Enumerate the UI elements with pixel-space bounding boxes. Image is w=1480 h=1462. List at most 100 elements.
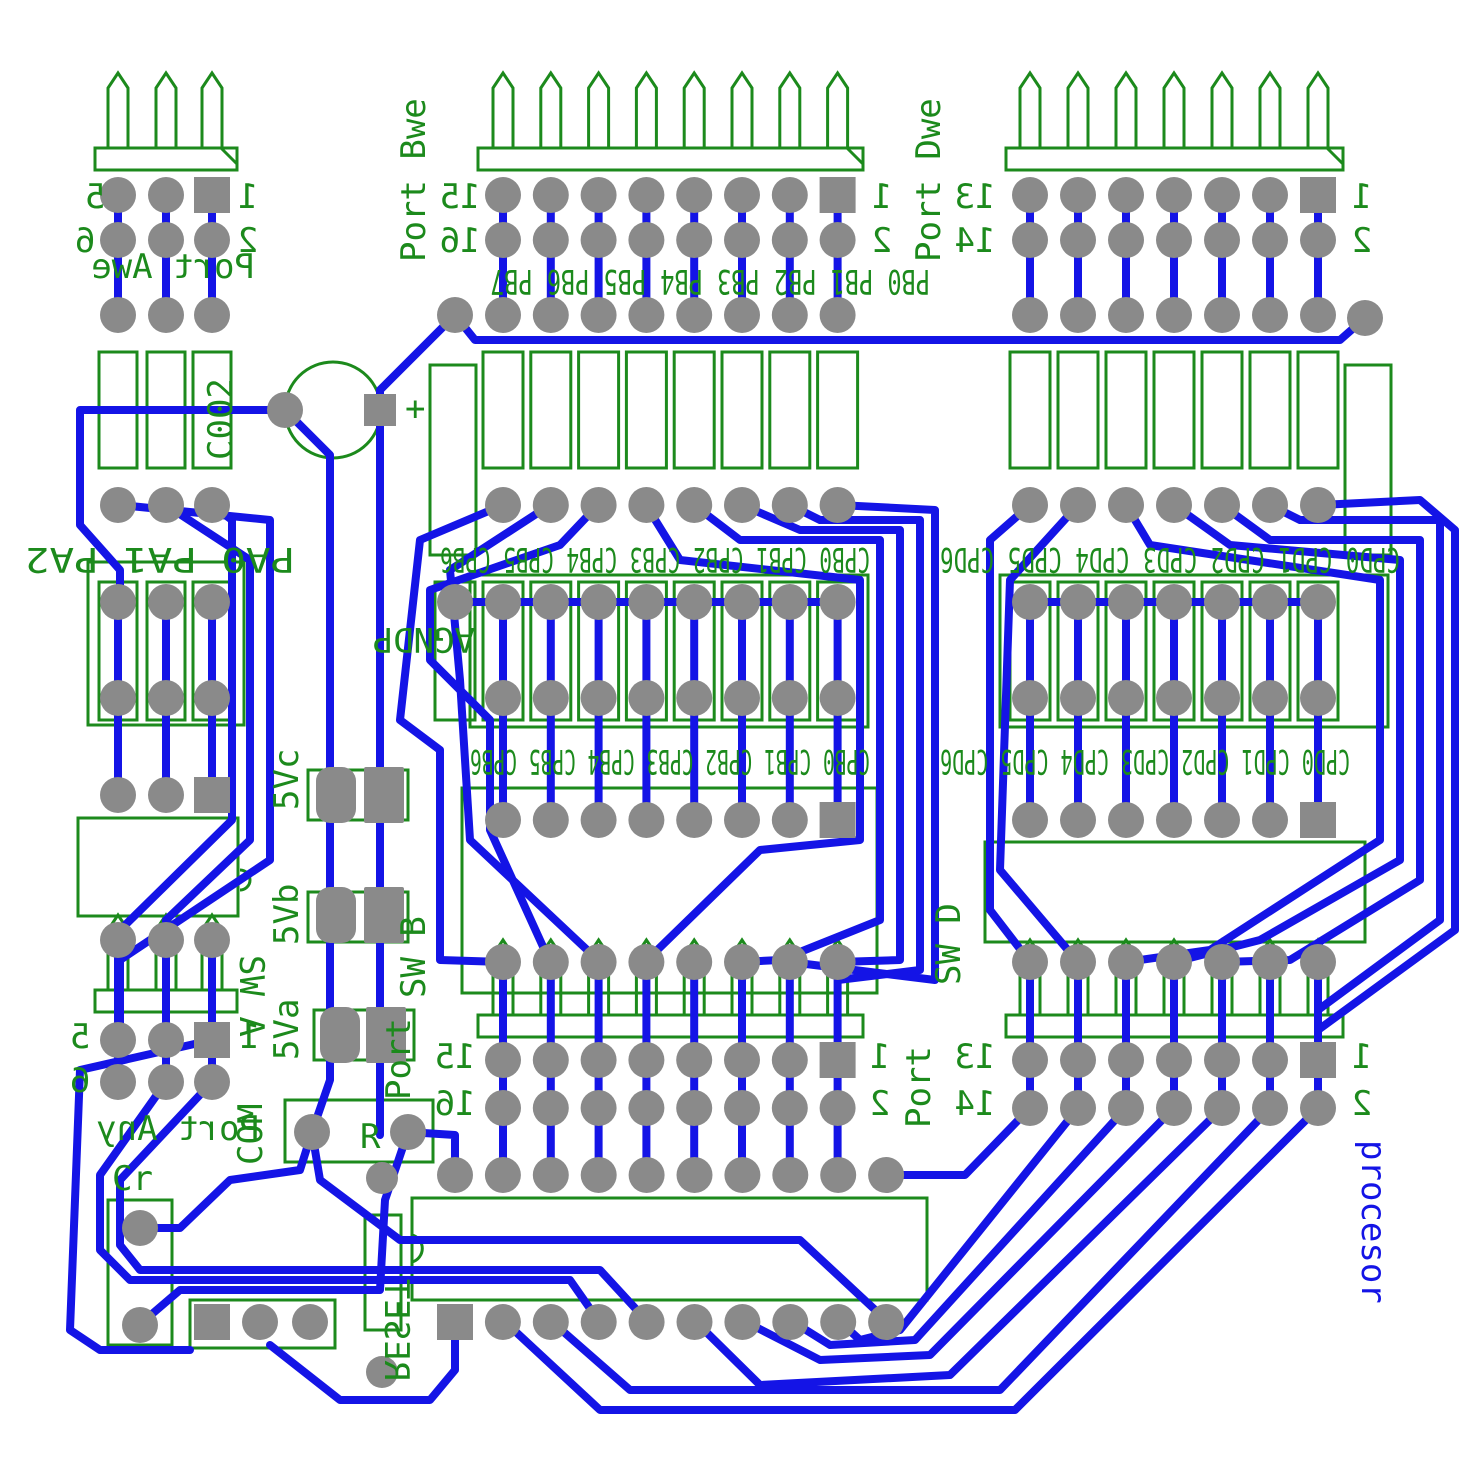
pad-port-b [819, 222, 856, 258]
pad-port-d [1300, 222, 1336, 258]
pad [676, 680, 713, 716]
pad [580, 584, 617, 620]
pad [148, 922, 184, 958]
pad [1108, 487, 1144, 523]
pad [1300, 297, 1336, 333]
pad-port-any [194, 1064, 230, 1100]
pad-port-b-bottom [771, 1090, 808, 1126]
trace [76, 406, 289, 606]
pad-port-a [100, 222, 136, 258]
pad-reset-header [194, 1304, 230, 1340]
label-5vb: 5Vb [267, 884, 307, 945]
pin-num-a-6: 6 [75, 221, 95, 261]
connector-pin [682, 70, 706, 148]
pad [485, 297, 521, 333]
pad-port-d-bottom [1012, 1090, 1048, 1126]
pad [148, 297, 184, 333]
connector-pin [154, 70, 178, 148]
pad [676, 487, 713, 523]
net-labels-d-mid: CPD0 CPD1 CPD2 CPD3 CPD4 CPD5 CPD6 [940, 539, 1400, 579]
trace [136, 1128, 316, 1232]
pad-port-d [1108, 222, 1144, 258]
connector-body [1004, 146, 1345, 172]
pad [819, 680, 856, 716]
pad [532, 297, 569, 333]
connector-pin [539, 70, 563, 148]
pad-switch-d [1300, 802, 1336, 838]
pad [819, 944, 856, 980]
pad-port-b-bottom [819, 1042, 856, 1078]
pad [194, 922, 230, 958]
pad-switch-a [100, 777, 136, 813]
trace [738, 1104, 1178, 1364]
pad [1204, 944, 1240, 980]
pad [1252, 487, 1288, 523]
pad-processor-top [532, 1157, 569, 1193]
pad [194, 297, 230, 333]
pad-processor-top [484, 1157, 521, 1193]
pad-port-d [1204, 177, 1240, 213]
label-port-any: Port Any [96, 1109, 260, 1149]
pad [194, 584, 230, 620]
connector-pin [1210, 70, 1234, 148]
pin-num-b-2: 2 [872, 221, 892, 261]
pin-num-b-1: 1 [872, 177, 892, 217]
pad-port-d [1252, 222, 1288, 258]
connector-pin [491, 70, 515, 148]
label-layer: Port Bwe Port Dwe Port Awe Port Any Port… [25, 98, 1400, 1381]
resistor-body [1008, 350, 1052, 470]
pad [1108, 680, 1144, 716]
resistor-body [1248, 350, 1292, 470]
pad [1204, 297, 1240, 333]
pad [1204, 487, 1240, 523]
pad-regulator [364, 767, 404, 823]
pad-regulator [316, 887, 356, 943]
pad [532, 584, 569, 620]
pad [1252, 680, 1288, 716]
pad [676, 584, 713, 620]
pad-port-d [1204, 222, 1240, 258]
dip-switch-outline [76, 816, 240, 918]
pin-num-d-1: 1 [1352, 177, 1372, 217]
resistor-body [529, 350, 573, 470]
pad-port-b-bottom [580, 1090, 617, 1126]
resistor-body [428, 363, 478, 557]
pad [724, 584, 760, 620]
label-reset: RESET [376, 1279, 416, 1381]
connector-pin [1114, 70, 1138, 148]
pad [771, 297, 808, 333]
connector-chamfer [1325, 146, 1345, 166]
pad-switch-b [485, 802, 521, 838]
trace [882, 1104, 1034, 1179]
trace [690, 1104, 1226, 1389]
pad [676, 944, 713, 980]
trace [738, 501, 904, 966]
pad [676, 297, 713, 333]
pad-switch-d [1252, 802, 1288, 838]
pad-port-b-bottom [676, 1042, 713, 1078]
trace [96, 1078, 602, 1324]
label-5vc: 5Vc [267, 749, 307, 810]
pad [580, 487, 617, 523]
label-sw-b: SW B [394, 916, 434, 998]
pad-port-a [148, 222, 184, 258]
pad-port-b [771, 222, 808, 258]
pad [628, 487, 665, 523]
label-r: R [360, 1117, 381, 1157]
trace [396, 501, 507, 966]
net-labels-b-mid: CPB0 CPB1 CPB2 CPB3 CPB4 CPB5 CPB6 [440, 539, 870, 579]
label-port-bottom-d: Port [899, 1046, 939, 1128]
pad-processor-bottom [820, 1304, 857, 1340]
pad-reset-resistor [366, 1356, 398, 1388]
resistor-body [1104, 350, 1148, 470]
pad-processor-top [580, 1157, 617, 1193]
pad-port-b [532, 222, 569, 258]
connector-body [93, 146, 239, 172]
pad-port-d [1156, 177, 1192, 213]
label-agndp: AGNDP [373, 619, 475, 659]
pad [1156, 944, 1192, 980]
connector-pin [1066, 70, 1090, 148]
pad-switch-b [532, 802, 569, 838]
label-c002: C002 [201, 378, 241, 460]
